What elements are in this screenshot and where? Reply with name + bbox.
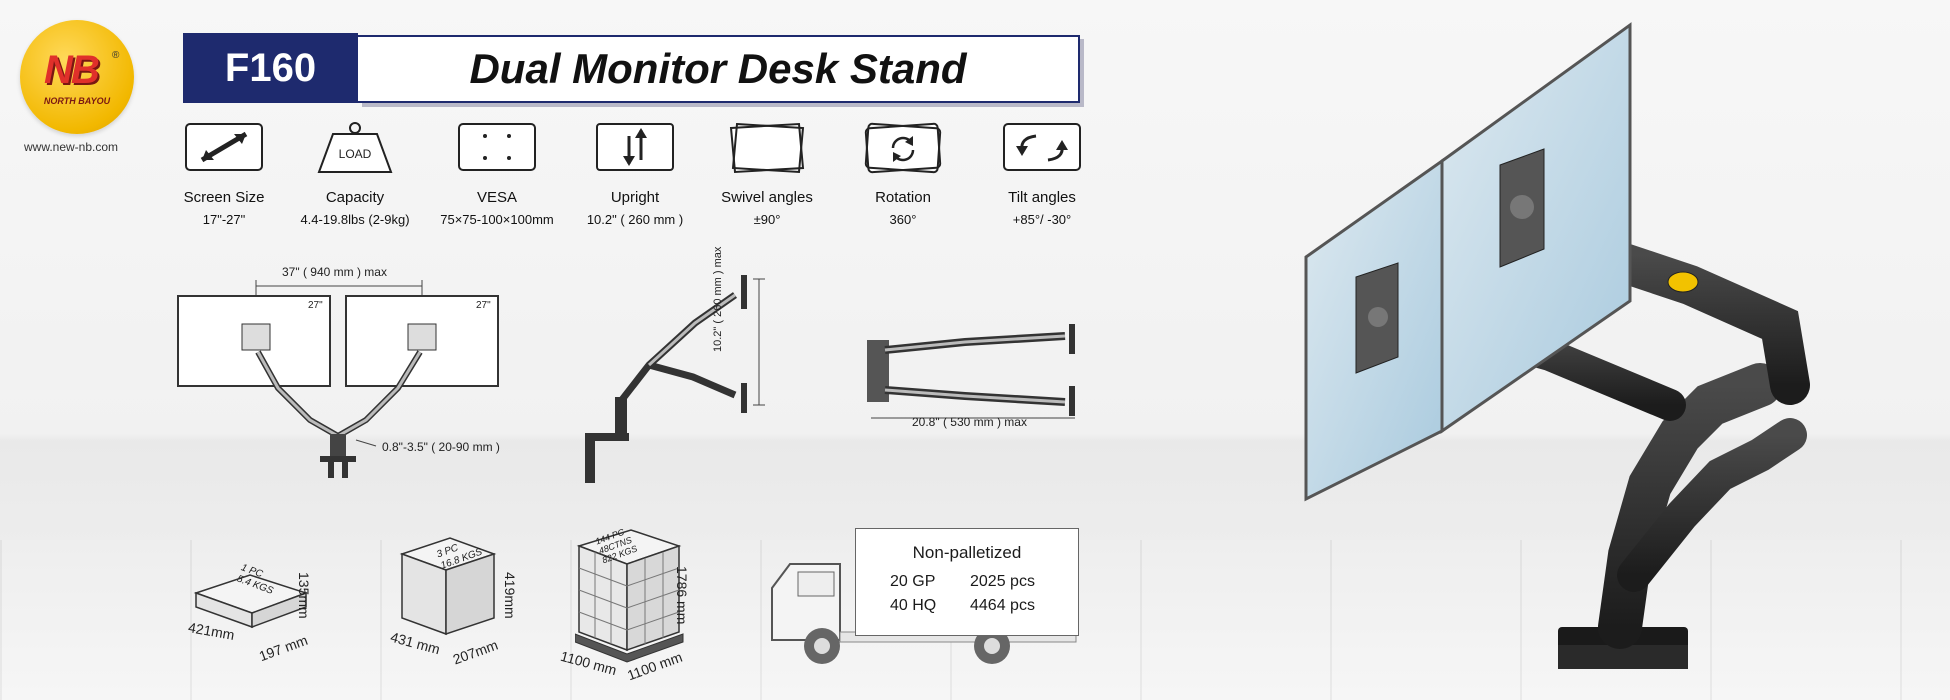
spec-value: +85°/ -30° (1012, 212, 1072, 227)
pallet-height: 1786 mm (674, 566, 690, 625)
logo-brand-name: NORTH BAYOU (43, 96, 111, 106)
rotation-icon (864, 122, 942, 174)
spec-tilt: Tilt angles +85°/ -30° (977, 122, 1107, 227)
box1-height: 135mm (296, 572, 312, 619)
product-image (1304, 22, 1810, 669)
container-40hq: 40 HQ (890, 597, 937, 614)
spec-label: Upright (610, 189, 660, 206)
spec-value: 75×75-100×100mm (440, 212, 554, 227)
truck-illustration (771, 563, 1077, 664)
spec-value: 17"-27" (202, 212, 246, 227)
spec-value: 360° (889, 212, 917, 227)
spec-label: VESA (476, 189, 518, 206)
model-badge: F160 (183, 33, 358, 103)
spec-upright: Upright 10.2" ( 260 mm ) (570, 122, 700, 227)
weight-icon: LOAD (317, 122, 393, 173)
logo-mark: NB (44, 48, 100, 92)
monitor-size-right: 27" (476, 300, 491, 311)
single-box-illustration (193, 574, 309, 629)
logo-registered: ® (112, 50, 120, 61)
clamp-range-label: 0.8"-3.5" ( 20-90 mm ) (382, 440, 500, 454)
weight-icon-text: LOAD (339, 147, 372, 161)
spec-value: 10.2" ( 260 mm ) (586, 212, 684, 227)
product-title: Dual Monitor Desk Stand (358, 35, 1080, 103)
spec-vesa: VESA 75×75-100×100mm (432, 122, 562, 227)
screen-size-icon (185, 123, 263, 171)
swivel-icon (729, 122, 805, 174)
front-dimension-diagram (177, 280, 499, 478)
spec-label: Screen Size (183, 189, 265, 206)
vesa-icon (458, 123, 536, 171)
shipping-title: Non-palletized (912, 543, 1022, 562)
height-range-label: 10.2" ( 260 mm ) max (712, 246, 724, 352)
top-dimension-diagram (867, 324, 1075, 419)
qty-40hq: 4464 pcs (970, 597, 1035, 614)
spec-label: Rotation (875, 189, 931, 206)
spec-capacity: LOAD Capacity 4.4-19.8lbs (2-9kg) (290, 122, 420, 227)
website-url: www.new-nb.com (24, 140, 119, 154)
shipping-info-box: Non-palletized 20 GP 2025 pcs 40 HQ 4464… (855, 528, 1079, 636)
spec-value: ±90° (753, 212, 781, 227)
tilt-icon (1003, 123, 1081, 171)
side-dimension-diagram (585, 275, 765, 483)
carton-height: 419mm (502, 572, 518, 619)
qty-20gp: 2025 pcs (970, 573, 1035, 590)
brand-logo: NB ® NORTH BAYOU (20, 20, 134, 134)
pallet-illustration (575, 529, 684, 663)
upright-icon (596, 123, 674, 171)
front-span-label: 37" ( 940 mm ) max (282, 265, 387, 279)
spec-label: Swivel angles (721, 189, 813, 206)
spec-screen-size: Screen Size 17"-27" (159, 122, 289, 227)
spec-value: 4.4-19.8lbs (2-9kg) (300, 212, 410, 227)
monitor-size-left: 27" (308, 300, 323, 311)
reach-range-label: 20.8" ( 530 mm ) max (912, 415, 1027, 429)
spec-label: Tilt angles (1008, 189, 1076, 206)
spec-rotation: Rotation 360° (838, 122, 968, 227)
spec-label: Capacity (325, 189, 385, 206)
container-20gp: 20 GP (890, 573, 936, 590)
spec-swivel: Swivel angles ±90° (702, 122, 832, 227)
carton-illustration (399, 537, 497, 636)
